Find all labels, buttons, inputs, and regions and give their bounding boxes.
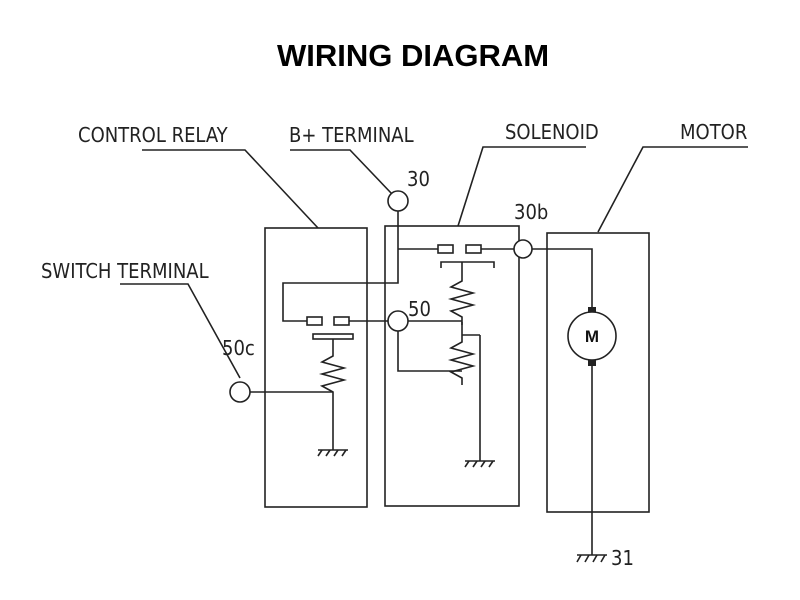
leader-motor [597, 146, 748, 233]
relay-contact-left [306, 316, 323, 326]
terminal-50-icon [387, 310, 409, 332]
label-control-relay: CONTROL RELAY [78, 123, 229, 147]
terminal-50c-label: 50c [222, 336, 255, 360]
terminal-30-label: 30 [407, 167, 430, 191]
motor-brush-top [588, 307, 596, 313]
solenoid-contact-right [465, 244, 482, 254]
coil-icon [447, 335, 477, 385]
ground-icon [317, 445, 348, 457]
terminal-30b-icon [513, 239, 533, 259]
label-switch-terminal: SWITCH TERMINAL [41, 259, 209, 283]
leader-solenoid [457, 146, 586, 227]
ground-icon [576, 554, 607, 563]
solenoid-contact-left [437, 244, 454, 254]
terminal-31-label: 31 [611, 546, 634, 570]
relay-contact-right [333, 316, 350, 326]
relay-armature [312, 333, 354, 340]
motor-brush-bottom [588, 360, 596, 366]
coil-icon [447, 275, 477, 325]
solenoid-box [384, 225, 520, 507]
terminal-30-icon [387, 190, 409, 212]
control-relay-box [264, 227, 368, 508]
terminal-50c-icon [229, 381, 251, 403]
label-b-plus-terminal: B+ TERMINAL [289, 123, 414, 147]
motor-symbol: M [585, 327, 599, 346]
terminal-50-label: 50 [408, 297, 431, 321]
coil-icon [318, 350, 348, 400]
terminal-30b-label: 30b [514, 200, 548, 224]
leader-switch-terminal [120, 283, 241, 379]
leader-b-plus [290, 149, 393, 195]
leader-control-relay [142, 149, 319, 229]
ground-icon [464, 455, 495, 468]
wire-30b-to-motor [532, 248, 593, 308]
page-title: WIRING DIAGRAM [277, 38, 549, 73]
solenoid-plunger [440, 261, 495, 268]
motor-box [546, 232, 650, 513]
wire-50-to-hold-coil [397, 331, 462, 372]
label-solenoid: SOLENOID [505, 120, 599, 144]
wire-30-to-relay-contact [282, 249, 399, 322]
label-motor: MOTOR [680, 120, 747, 144]
